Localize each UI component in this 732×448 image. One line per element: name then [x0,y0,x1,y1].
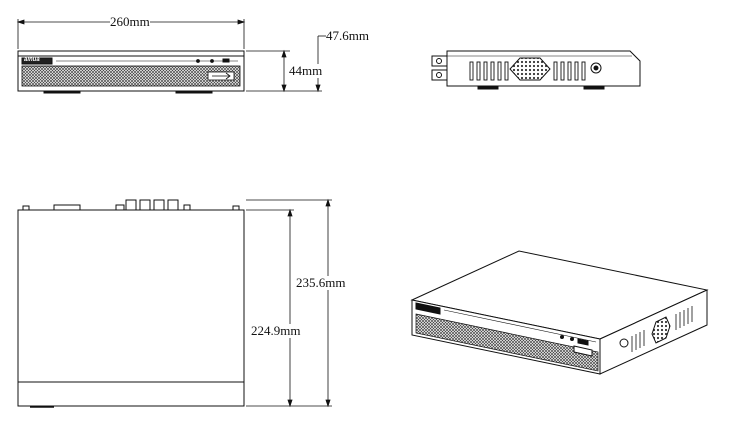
side-screw [590,62,602,74]
overall-height-label: 47.6mm [326,28,369,43]
iso-logo-block [415,302,441,315]
side-connector-top [431,55,448,67]
front-view [17,50,245,94]
isometric-view [410,250,709,375]
top-body [17,209,245,407]
front-mesh-panel [21,65,241,87]
width-label: 260mm [110,14,150,29]
side-vent-slots-left [469,61,509,81]
top-bnc-4 [167,199,179,211]
height-dimension [246,35,326,93]
top-view [17,199,245,408]
front-foot-right [175,90,213,94]
front-led-3 [222,58,230,63]
top-bnc-2 [139,199,151,211]
usb-icon [212,72,231,80]
front-led-2 [210,59,214,63]
front-body [17,50,245,92]
side-connector-bottom [431,69,448,81]
side-foot-right [583,85,605,90]
side-fan-grille [509,57,551,81]
iso-mesh-panel [415,313,599,372]
top-bnc-1 [125,199,137,211]
depth-dimension [246,198,332,408]
iso-screw [619,338,629,348]
brand-logo: alhua [24,57,40,63]
front-led-1 [196,59,200,63]
iso-usb-port [573,345,593,357]
iso-vent-slots-left [631,330,645,352]
iso-vent-slots-right [675,306,693,330]
total-depth-label: 235.6mm [296,275,346,290]
front-foot-left [43,90,81,94]
side-vent-slots-right [553,61,586,81]
top-rear-vga [53,204,81,211]
body-depth-label: 224.9mm [251,323,301,338]
side-view [431,50,641,90]
side-foot-left [477,85,499,90]
height-label: 44mm [289,63,323,78]
iso-fan-grille [651,316,671,344]
front-logo-block [21,57,53,65]
top-bnc-3 [153,199,165,211]
